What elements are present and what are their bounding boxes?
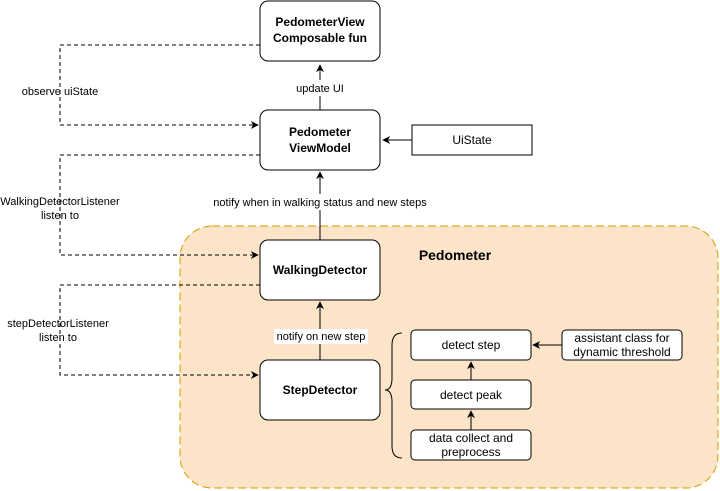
pedometer-group-title: Pedometer <box>419 247 492 263</box>
assistant-line1: assistant class for <box>574 331 669 345</box>
detect-peak-label: detect peak <box>440 388 503 402</box>
walking-listener-label-line1: WalkingDetectorListener <box>0 196 120 208</box>
viewmodel-line1: Pedometer <box>289 125 351 139</box>
viewmodel-line2: ViewModel <box>289 141 351 155</box>
component-brace <box>384 332 403 459</box>
viewmodel-node: Pedometer ViewModel <box>259 109 381 171</box>
detect-step-node: detect step <box>410 329 532 361</box>
pedometer-view-line2: Composable fun <box>273 31 367 45</box>
assistant-node: assistant class for dynamic threshold <box>561 329 683 361</box>
walking-listener-edge <box>59 154 260 259</box>
notify-step-label: notify on new step <box>277 331 366 343</box>
walking-listener-label-line2: listen to <box>41 210 79 222</box>
notify-walking-label: notify when in walking status and new st… <box>213 197 427 209</box>
data-collect-line1: data collect and <box>429 431 513 445</box>
walking-detector-label: WalkingDetector <box>273 263 368 277</box>
data-collect-node: data collect and preprocess <box>410 429 532 461</box>
step-listener-edge <box>59 284 260 379</box>
detect-peak-node: detect peak <box>410 379 532 410</box>
step-listener-label-line1: stepDetectorListener <box>7 318 109 330</box>
uistate-node: UiState <box>411 124 533 156</box>
uistate-label: UiState <box>452 133 492 147</box>
walking-detector-node: WalkingDetector <box>259 239 381 301</box>
data-collect-line2: preprocess <box>441 445 500 459</box>
step-listener-label-line2: listen to <box>39 332 77 344</box>
observe-label: observe uiState <box>22 86 98 98</box>
update-ui-label: update UI <box>296 83 344 95</box>
update-ui-label-bg <box>290 80 350 96</box>
step-detector-node: StepDetector <box>259 359 381 421</box>
step-detector-label: StepDetector <box>283 383 358 397</box>
observe-edge <box>59 44 260 129</box>
notify-step-label-bg <box>274 329 368 344</box>
notify-walking-label-bg <box>212 194 430 210</box>
assistant-line2: dynamic threshold <box>573 345 670 359</box>
pedometer-view-node: PedometerView Composable fun <box>259 0 381 62</box>
detect-step-label: detect step <box>442 338 501 352</box>
pedometer-view-line1: PedometerView <box>275 15 365 29</box>
